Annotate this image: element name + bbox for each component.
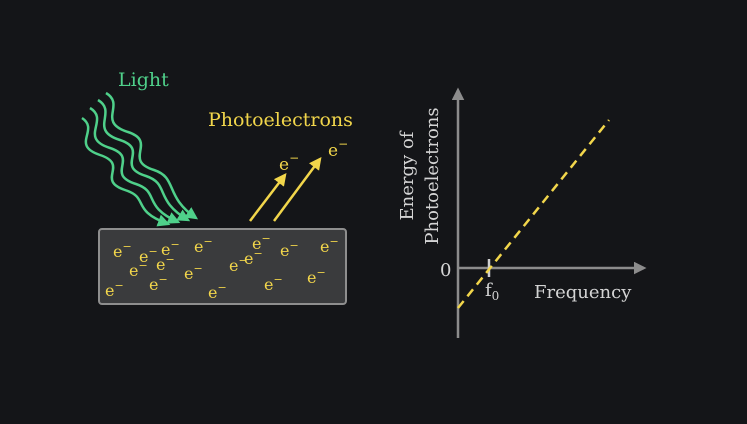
light-rays: [81, 91, 199, 227]
photoelectron-arrow-1: [249, 173, 287, 222]
metal-electron: e−: [161, 238, 180, 259]
threshold-frequency-label: f0: [485, 280, 499, 303]
light-label: Light: [118, 69, 169, 91]
metal-electron: e−: [113, 240, 132, 261]
metal-electron: e−: [194, 235, 213, 256]
metal-electron: e−: [156, 253, 175, 274]
emitted-electron-1: e−: [279, 151, 299, 175]
metal-electron: e−: [244, 247, 263, 268]
metal-electron: e−: [307, 266, 326, 287]
zero-label: 0: [440, 260, 451, 281]
light-ray-1: [81, 116, 171, 227]
y-axis-label-line2: Photoelectrons: [422, 107, 443, 244]
metal-electron: e−: [208, 281, 227, 302]
metal-electron: e−: [184, 262, 203, 283]
photoelectron-arrow-2: [272, 156, 322, 222]
metal-electron: e−: [149, 273, 168, 294]
light-ray-4: [105, 91, 199, 220]
metal-electron: e−: [264, 273, 283, 294]
x-axis-label: Frequency: [534, 282, 632, 303]
metal-surface: [98, 228, 347, 305]
metal-electron: e−: [229, 254, 248, 275]
metal-electrons: e−e−e−e−e−e−e−e−e−e−e−e−e−e−e−e−e−: [105, 232, 339, 302]
metal-electron: e−: [105, 279, 124, 300]
light-ray-3: [97, 98, 191, 222]
metal-electron: e−: [280, 239, 299, 260]
metal-electron: e−: [139, 245, 158, 266]
metal-electron: e−: [252, 232, 271, 253]
metal-electron: e−: [320, 235, 339, 256]
energy-frequency-line: [457, 119, 610, 309]
metal-electron: e−: [129, 259, 148, 280]
emitted-electron-2: e−: [328, 137, 348, 161]
photoelectrons-label: Photoelectrons: [208, 109, 353, 131]
light-ray-2: [89, 106, 181, 224]
y-axis-label-line1: Energy of: [397, 130, 418, 220]
